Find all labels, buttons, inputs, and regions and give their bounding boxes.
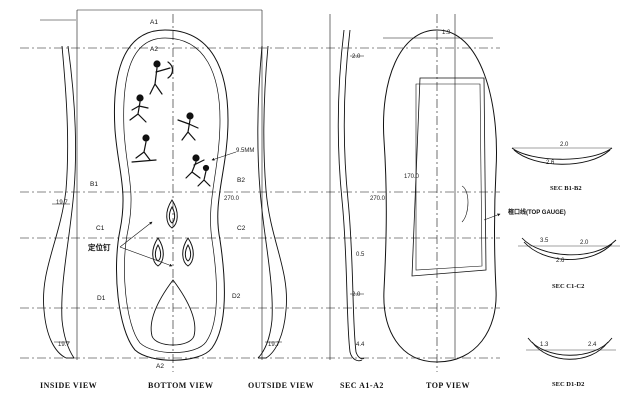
dimension-ticks [52, 55, 364, 343]
point-c2-label: C2 [237, 225, 246, 232]
section-lines [20, 47, 500, 359]
point-a1-label: A1 [150, 19, 158, 26]
frame-lines [76, 9, 493, 360]
dimension-c-lower: 2.6 [556, 258, 565, 264]
positioning-nail-label: 定位钉 [88, 242, 111, 252]
inside-view-label: INSIDE VIEW [40, 381, 97, 390]
sec-c1-c2-label: SEC C1-C2 [552, 283, 584, 290]
archer-figure-icon [149, 60, 174, 95]
outside-view-shape [257, 45, 287, 359]
point-b1-label: B1 [90, 181, 98, 188]
point-d2-label: D2 [232, 293, 241, 300]
dimension-c-left: 3.5 [540, 238, 549, 244]
sec-b1-b2-profile [511, 147, 613, 165]
sec-a1-a2-shape [337, 29, 365, 362]
bottom-view-label: BOTTOM VIEW [148, 381, 213, 390]
dimension-d-left: 1.3 [540, 342, 549, 348]
sec-b1-b2-label: SEC B1-B2 [550, 185, 582, 192]
sec-c1-c2-profile [518, 237, 620, 260]
point-c1-label: C1 [96, 225, 105, 232]
jumper-figure-icon [185, 154, 211, 187]
section-profiles [511, 147, 620, 360]
sport-figures [129, 60, 211, 187]
flame-marks [152, 199, 194, 267]
center-lines [172, 14, 438, 372]
runner-figure-icon [129, 94, 149, 123]
skier-figure-icon [131, 134, 157, 163]
dimension-top-view: 1.9 [442, 30, 451, 36]
top-view-label: TOP VIEW [426, 381, 470, 390]
dimension-270-sec: 270.0 [370, 196, 386, 202]
dimension-sec-bottom: 4.4 [356, 342, 365, 348]
dimension-inside-mid: 19.7 [56, 200, 68, 206]
dimension-sec-mid: 0.5 [356, 252, 365, 258]
leader-lines [119, 151, 237, 267]
flame-icon [166, 199, 178, 229]
point-a2-label-bottom: A2 [156, 363, 164, 370]
dimension-b-upper: 2.0 [560, 142, 569, 148]
dimension-270: 270.0 [224, 196, 240, 202]
inside-view-shape [40, 19, 77, 359]
fencer-figure-icon [177, 112, 199, 141]
point-a2-label-top: A2 [150, 46, 158, 53]
point-d1-label: D1 [97, 295, 106, 302]
point-b2-label: B2 [237, 177, 245, 184]
flame-icon [152, 237, 164, 267]
top-view-outline [382, 29, 501, 363]
dimension-9-5mm: 9.5MM [236, 148, 254, 154]
dimension-170: 170.0 [404, 174, 420, 180]
sec-d1-d2-profile [526, 337, 616, 360]
dimension-inside-bottom: 19.7 [58, 342, 70, 348]
dimension-c-right: 2.0 [580, 240, 589, 246]
top-gauge-area [411, 77, 487, 277]
top-gauge-label: 楦口线(TOP GAUGE) [508, 208, 566, 216]
sec-a1-a2-label: SEC A1-A2 [340, 381, 384, 390]
flame-icon [182, 237, 194, 267]
bottom-view-outline [113, 29, 229, 361]
sec-d1-d2-label: SEC D1-D2 [552, 381, 584, 388]
dimension-b-lower: 2.6 [546, 160, 555, 166]
dimension-sec-lower: 2.0 [352, 292, 361, 298]
dimension-outside-bottom: 19.7 [268, 342, 280, 348]
outside-view-label: OUTSIDE VIEW [248, 381, 314, 390]
dimension-sec-top: 2.0 [352, 54, 361, 60]
dimension-d-right: 2.4 [588, 342, 597, 348]
